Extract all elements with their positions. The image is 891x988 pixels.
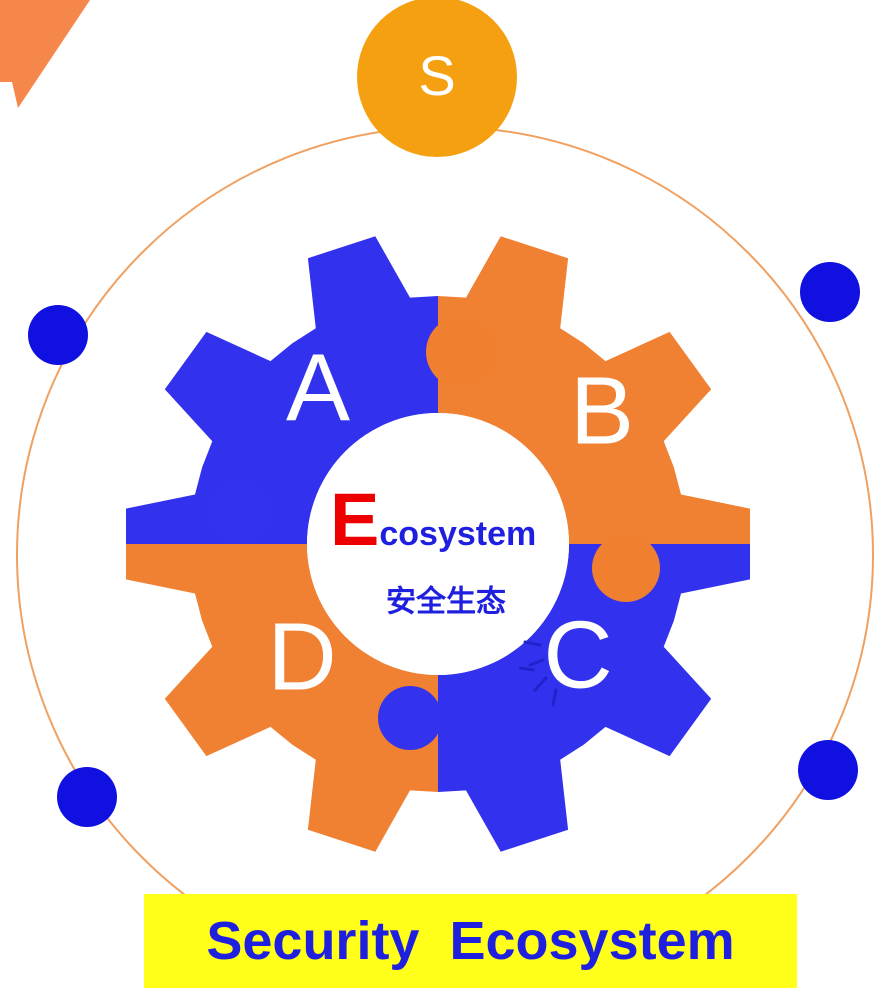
caption-banner: Security Ecosystem: [144, 894, 797, 988]
orbit-node-right-lower: [798, 740, 858, 800]
center-title-rest: cosystem: [379, 515, 536, 553]
orbit-node-left-lower: [57, 767, 117, 827]
caption-text: Security Ecosystem: [206, 911, 735, 971]
gear-label-D: D: [267, 603, 336, 710]
orbit-node-S-label: S: [418, 44, 455, 107]
gear-label-C: C: [543, 601, 612, 708]
sparkle-icon: [518, 640, 558, 707]
puzzle-knob-C: [592, 534, 660, 602]
center-subtitle: 安全生态: [386, 585, 506, 620]
center-title: Ecosystem: [330, 478, 536, 561]
puzzle-knob-A: [210, 482, 270, 542]
center-title-initial: E: [330, 478, 379, 561]
puzzle-knob-B: [426, 316, 498, 388]
orbit-node-S: [357, 0, 517, 157]
gear-label-A: A: [286, 334, 350, 441]
orbit-node-right-upper: [800, 262, 860, 322]
puzzle-knob-D: [378, 686, 442, 750]
gear-label-B: B: [570, 357, 634, 464]
orbit-node-left-upper: [28, 305, 88, 365]
center-hub: [307, 413, 569, 675]
